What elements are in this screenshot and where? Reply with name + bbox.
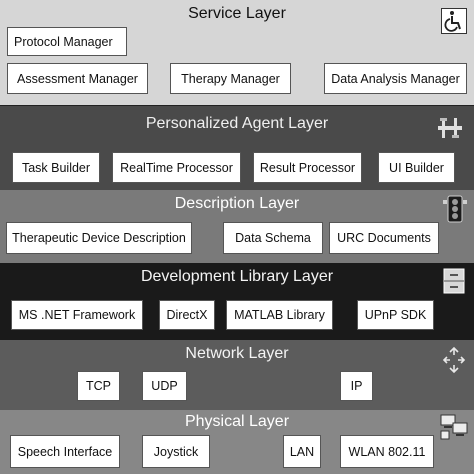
physical-item-wlan-802-11: WLAN 802.11 — [340, 435, 434, 468]
personalized-agent-layer: Personalized Agent Layer Task Builder Re… — [0, 105, 474, 190]
network-layer-title: Network Layer — [185, 345, 289, 362]
service-item-data-analysis-manager: Data Analysis Manager — [324, 63, 467, 94]
devlib-item-upnp-sdk: UPnP SDK — [357, 300, 434, 330]
description-item-data-schema: Data Schema — [223, 222, 323, 254]
development-library-layer: Development Library Layer MS .NET Framew… — [0, 263, 474, 340]
devices-icon — [440, 414, 468, 440]
cabinet-icon — [443, 268, 465, 294]
traffic-light-icon — [443, 195, 467, 223]
description-item-urc-documents: URC Documents — [329, 222, 439, 254]
tools-icon — [438, 118, 462, 138]
devlib-item-directx: DirectX — [159, 300, 215, 330]
service-item-protocol-manager: Protocol Manager — [7, 27, 127, 56]
physical-item-speech-interface: Speech Interface — [10, 435, 120, 468]
service-item-assessment-manager: Assessment Manager — [7, 63, 148, 94]
devlib-layer-title: Development Library Layer — [140, 268, 334, 285]
service-item-therapy-manager: Therapy Manager — [170, 63, 291, 94]
wheelchair-icon — [441, 8, 467, 34]
network-item-tcp: TCP — [77, 371, 120, 401]
description-layer-title: Description Layer — [174, 195, 300, 212]
agent-item-realtime-processor: RealTime Processor — [112, 152, 241, 183]
devlib-item-matlab-library: MATLAB Library — [226, 300, 333, 330]
service-layer: Service Layer Protocol Manager Assessmen… — [0, 0, 474, 105]
description-item-therapeutic-device-description: Therapeutic Device Description — [6, 222, 192, 254]
physical-layer-title: Physical Layer — [184, 413, 290, 430]
network-item-ip: IP — [340, 371, 373, 401]
service-layer-title: Service Layer — [188, 5, 286, 22]
agent-item-ui-builder: UI Builder — [378, 152, 455, 183]
physical-layer: Physical Layer Speech Interface Joystick… — [0, 410, 474, 474]
network-item-udp: UDP — [142, 371, 187, 401]
description-layer: Description Layer Therapeutic Device Des… — [0, 190, 474, 263]
agent-item-result-processor: Result Processor — [253, 152, 362, 183]
physical-item-lan: LAN — [283, 435, 321, 468]
physical-item-joystick: Joystick — [142, 435, 210, 468]
agent-item-task-builder: Task Builder — [12, 152, 100, 183]
network-layer: Network Layer TCP UDP IP — [0, 340, 474, 410]
devlib-item-ms-net-framework: MS .NET Framework — [11, 300, 143, 330]
agent-layer-title: Personalized Agent Layer — [145, 115, 329, 132]
arrows-icon — [442, 346, 466, 374]
